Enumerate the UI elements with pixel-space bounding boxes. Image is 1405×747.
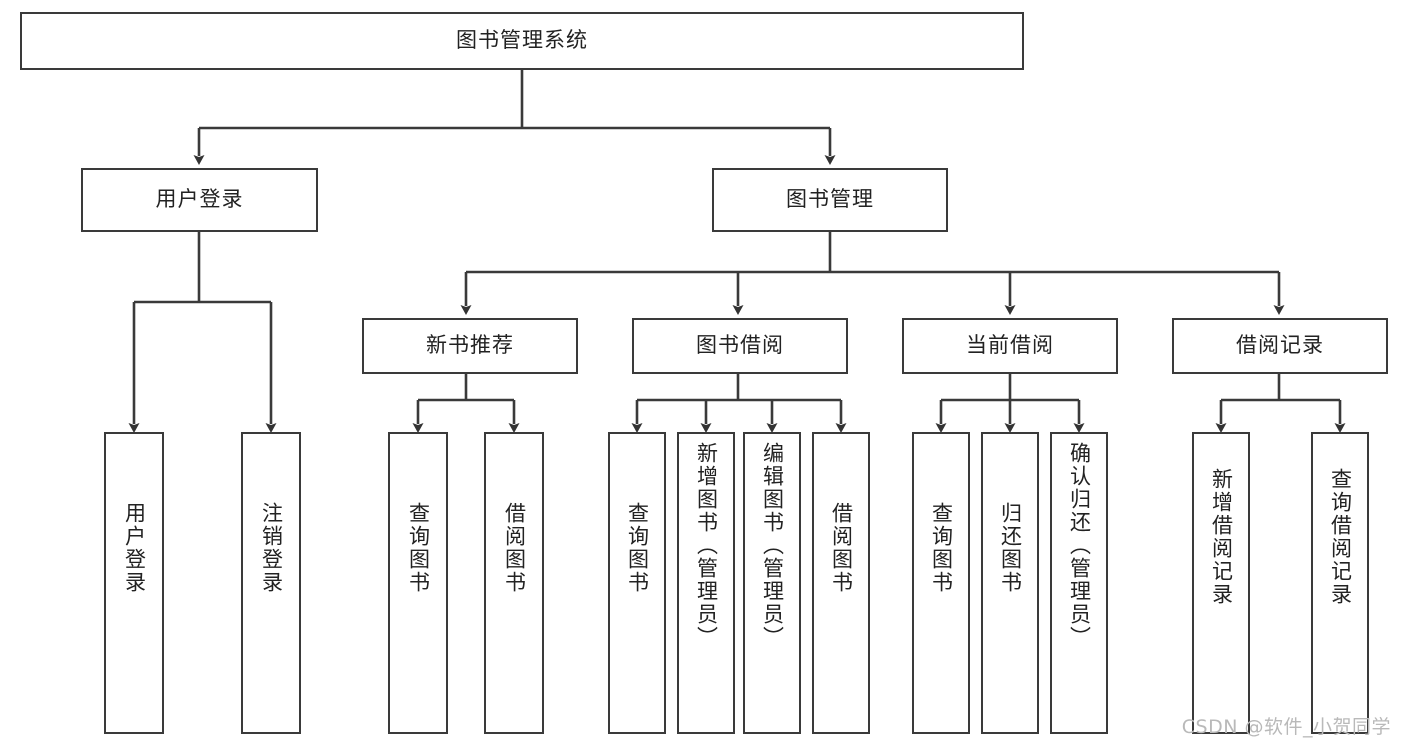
node-root-label: 图书管理系统 xyxy=(456,28,588,53)
node-book-borrow[interactable]: 图书借阅 xyxy=(632,318,848,374)
leaf-query-record-label: 查询借阅记录 xyxy=(1328,468,1353,606)
node-new-book-recommend-label: 新书推荐 xyxy=(426,333,514,358)
leaf-query-book-2-label: 查询图书 xyxy=(625,502,650,594)
leaf-query-book-2[interactable]: 查询图书 xyxy=(608,432,666,734)
leaf-borrow-book-2[interactable]: 借阅图书 xyxy=(812,432,870,734)
leaf-add-book-label: 新增图书（管理员） xyxy=(694,442,719,649)
leaf-add-record-label: 新增借阅记录 xyxy=(1209,468,1234,606)
leaf-user-login-label: 用户登录 xyxy=(122,502,147,594)
leaf-logout-label: 注销登录 xyxy=(259,502,284,594)
node-current-borrow[interactable]: 当前借阅 xyxy=(902,318,1118,374)
node-current-borrow-label: 当前借阅 xyxy=(966,333,1054,358)
leaf-query-book-1-label: 查询图书 xyxy=(406,502,431,594)
node-borrow-record-label: 借阅记录 xyxy=(1236,333,1324,358)
leaf-edit-book[interactable]: 编辑图书（管理员） xyxy=(743,432,801,734)
leaf-borrow-book-1[interactable]: 借阅图书 xyxy=(484,432,544,734)
leaf-add-book[interactable]: 新增图书（管理员） xyxy=(677,432,735,734)
leaf-query-book-3[interactable]: 查询图书 xyxy=(912,432,970,734)
node-borrow-record[interactable]: 借阅记录 xyxy=(1172,318,1388,374)
node-root[interactable]: 图书管理系统 xyxy=(20,12,1024,70)
leaf-query-record[interactable]: 查询借阅记录 xyxy=(1311,432,1369,734)
leaf-borrow-book-1-label: 借阅图书 xyxy=(502,502,527,594)
node-user-login[interactable]: 用户登录 xyxy=(81,168,318,232)
node-book-manage[interactable]: 图书管理 xyxy=(712,168,948,232)
leaf-return-book[interactable]: 归还图书 xyxy=(981,432,1039,734)
leaf-edit-book-label: 编辑图书（管理员） xyxy=(760,442,785,649)
leaf-logout[interactable]: 注销登录 xyxy=(241,432,301,734)
leaf-borrow-book-2-label: 借阅图书 xyxy=(829,502,854,594)
node-book-manage-label: 图书管理 xyxy=(786,187,874,212)
leaf-query-book-1[interactable]: 查询图书 xyxy=(388,432,448,734)
leaf-add-record[interactable]: 新增借阅记录 xyxy=(1192,432,1250,734)
leaf-confirm-return[interactable]: 确认归还（管理员） xyxy=(1050,432,1108,734)
leaf-return-book-label: 归还图书 xyxy=(998,502,1023,594)
node-user-login-label: 用户登录 xyxy=(155,187,244,212)
leaf-user-login[interactable]: 用户登录 xyxy=(104,432,164,734)
node-new-book-recommend[interactable]: 新书推荐 xyxy=(362,318,578,374)
node-book-borrow-label: 图书借阅 xyxy=(696,333,784,358)
leaf-confirm-return-label: 确认归还（管理员） xyxy=(1067,442,1092,649)
leaf-query-book-3-label: 查询图书 xyxy=(929,502,954,594)
watermark: CSDN @软件_小贺同学 xyxy=(1181,716,1391,738)
